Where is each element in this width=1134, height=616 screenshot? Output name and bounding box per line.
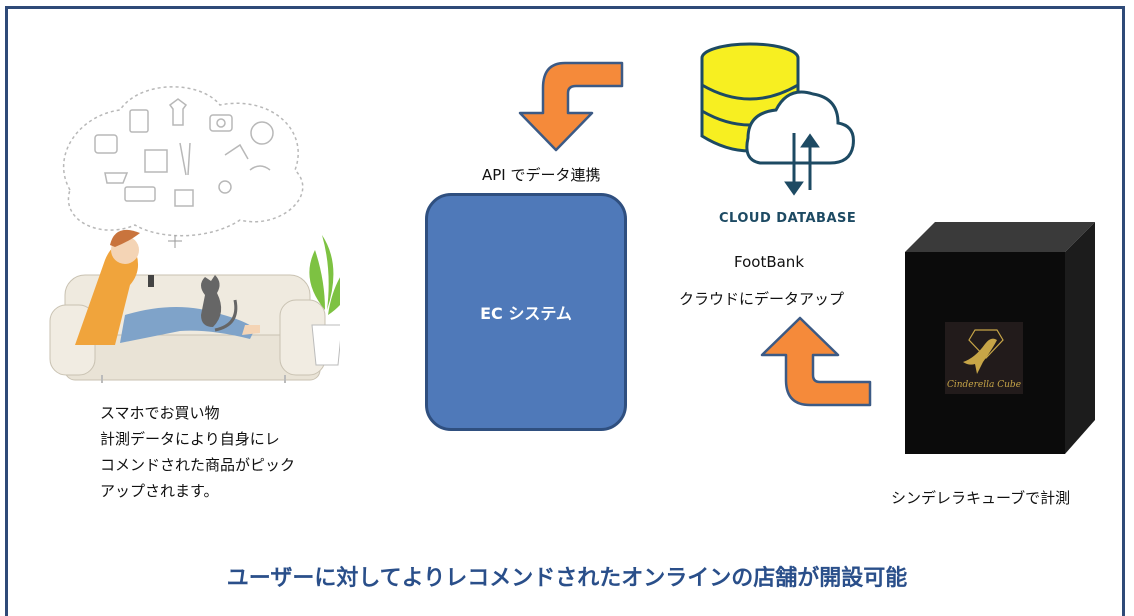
shopper-caption-line: 計測データにより自身にレ [100,430,280,448]
shopper-caption: スマホでお買い物 計測データにより自身にレ コメンドされた商品がピック アップさ… [100,400,295,504]
database-icon [700,42,855,196]
cloud-upload-label: クラウドにデータアップ [679,290,845,308]
shopper-illustration [49,86,340,383]
headline: ユーザーに対してよりレコメンドされたオンラインの店舗が開設可能 [226,566,908,591]
shopper-caption-line: スマホでお買い物 [100,404,220,422]
cube-caption: シンデレラキューブで計測 [891,489,1071,507]
cloud-database-title: CLOUD DATABASE [719,211,857,226]
footbank-label: FootBank [734,253,805,271]
api-label: API でデータ連携 [482,166,601,184]
ec-system-label: EC システム [480,304,572,323]
upload-arrow [760,316,872,407]
shopper-caption-line: アップされます。 [100,482,219,500]
cube-logo-text: Cinderella Cube [947,380,1021,390]
shopper-caption-line: コメンドされた商品がピック [100,456,296,474]
diagram-frame [5,6,1125,616]
api-arrow [518,61,624,152]
cinderella-cube-image: Cinderella Cube [905,222,1095,454]
ec-system-box: EC システム [425,193,627,431]
